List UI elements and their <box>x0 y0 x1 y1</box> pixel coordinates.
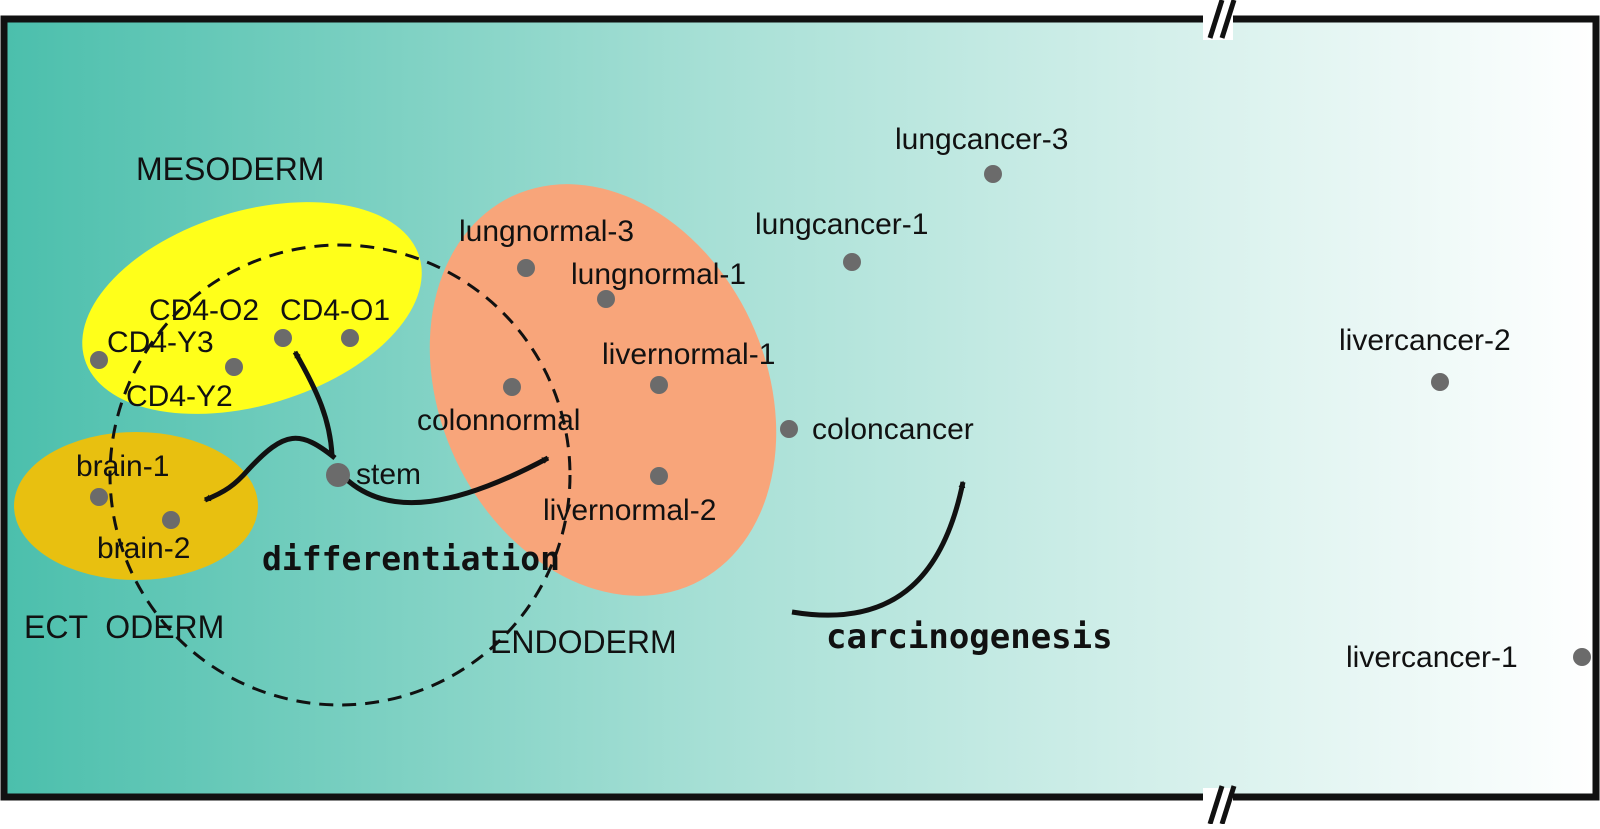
arrow-to-endoderm <box>343 455 550 506</box>
stem-cell-dashed-circle <box>108 243 572 707</box>
label-livercancer-1: livercancer-1 <box>1346 641 1518 674</box>
point-brain-2 <box>162 511 180 529</box>
mesoderm-cluster-ellipse <box>82 202 422 414</box>
label-livernormal-2: livernormal-2 <box>543 494 716 527</box>
point-brain-1 <box>90 488 108 506</box>
label-lungnormal-1: lungnormal-1 <box>571 258 746 291</box>
point-cd4-y3 <box>90 351 108 369</box>
point-livercancer-2 <box>1431 373 1449 391</box>
process-label-carcinogenesis: carcinogenesis <box>826 617 1113 657</box>
point-cd4-y2 <box>225 358 243 376</box>
point-livernormal-2 <box>650 467 668 485</box>
label-stem: stem <box>356 458 421 491</box>
label-lungcancer-1: lungcancer-1 <box>755 208 928 241</box>
label-livercancer-2: livercancer-2 <box>1339 324 1511 357</box>
point-lungcancer-3 <box>984 165 1002 183</box>
ectoderm-cluster-ellipse <box>14 432 258 580</box>
gradient-background <box>4 19 1596 797</box>
frame-border <box>0 15 1600 801</box>
point-livernormal-1 <box>650 376 668 394</box>
axis-break-bottom <box>1203 785 1237 825</box>
region-label-endoderm: ENDODERM <box>490 624 677 660</box>
point-cd4-o1 <box>341 329 359 347</box>
point-stem <box>326 463 350 487</box>
axis-break-top <box>1203 0 1237 40</box>
point-cd4-o2 <box>274 329 292 347</box>
label-cd4-y3: CD4-Y3 <box>107 326 214 359</box>
point-coloncancer <box>780 420 798 438</box>
arrow-to-mesoderm <box>292 350 335 456</box>
label-brain-2: brain-2 <box>97 532 190 565</box>
point-colonnormal <box>503 378 521 396</box>
label-lungcancer-3: lungcancer-3 <box>895 123 1068 156</box>
point-lungcancer-1 <box>843 253 861 271</box>
sample-points <box>90 165 1591 666</box>
region-label-mesoderm: MESODERM <box>136 151 324 187</box>
arrow-to-ectoderm <box>203 435 337 503</box>
endoderm-cluster-ellipse <box>429 184 777 596</box>
process-label-differentiation: differentiation <box>262 539 560 578</box>
region-label-ectoderm: ECT ODERM <box>24 609 224 645</box>
label-brain-1: brain-1 <box>76 450 169 483</box>
label-livernormal-1: livernormal-1 <box>602 338 775 371</box>
label-coloncancer: coloncancer <box>812 413 974 446</box>
point-lungnormal-3 <box>517 259 535 277</box>
arrow-carcinogenesis <box>791 480 966 618</box>
label-cd4-y2: CD4-Y2 <box>126 380 233 413</box>
label-colonnormal: colonnormal <box>417 404 580 437</box>
point-livercancer-1 <box>1573 648 1591 666</box>
point-lungnormal-1 <box>597 290 615 308</box>
label-cd4-o2: CD4-O2 <box>149 294 259 327</box>
label-lungnormal-3: lungnormal-3 <box>459 215 634 248</box>
label-cd4-o1: CD4-O1 <box>280 294 390 327</box>
